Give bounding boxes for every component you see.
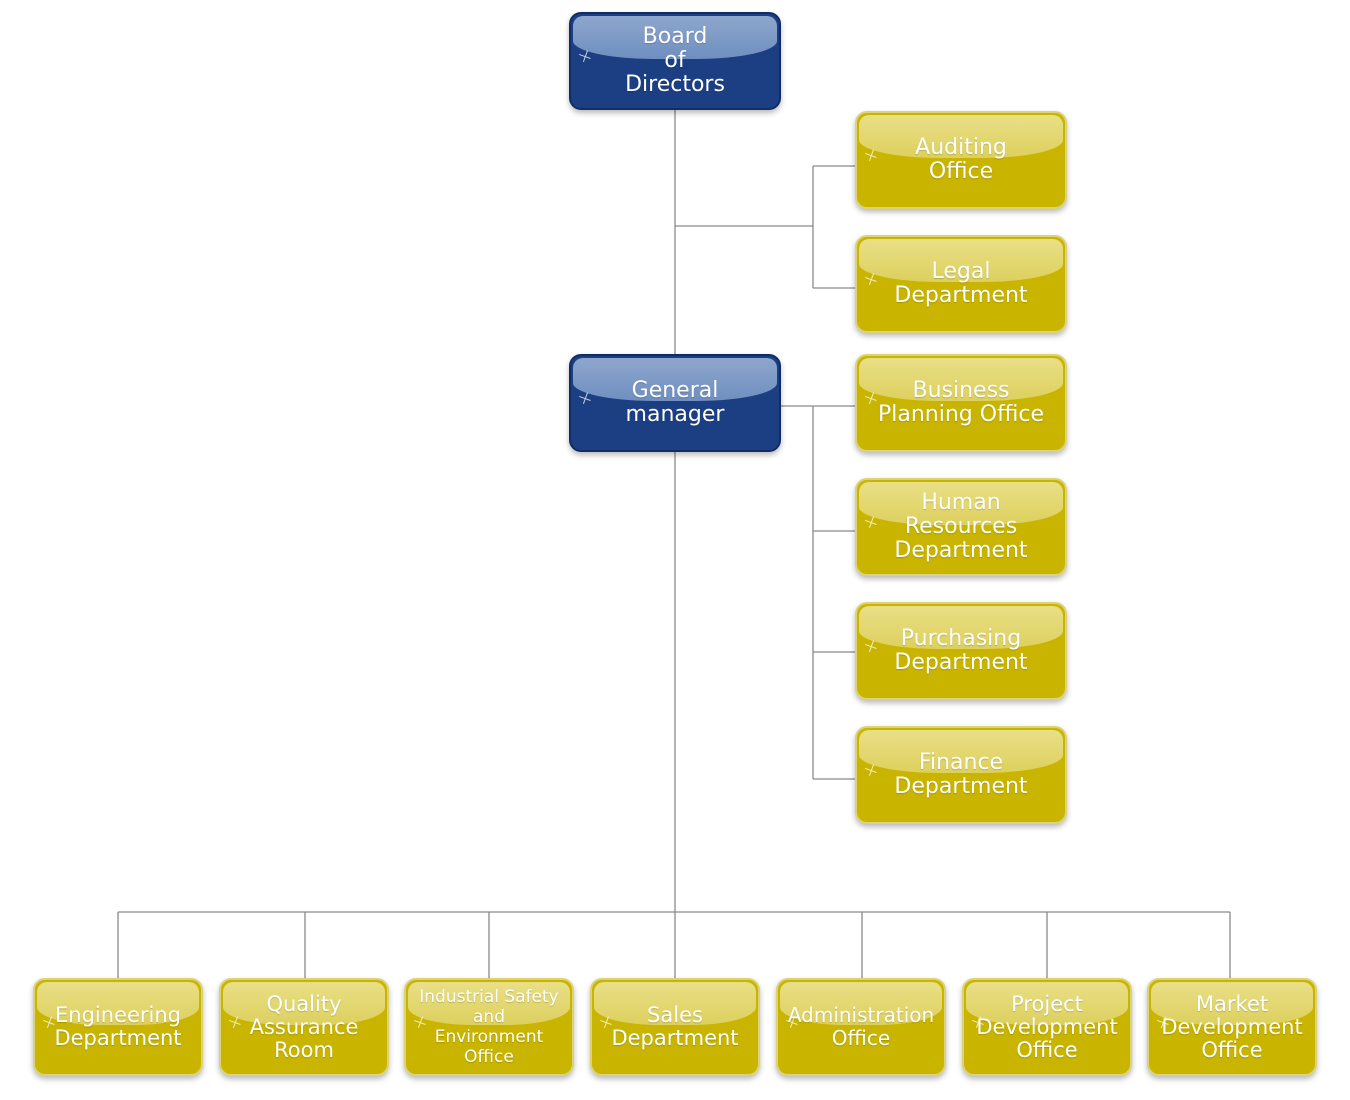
business-planning-office-node[interactable]: Business Planning Office xyxy=(855,354,1067,452)
sales-department-label: Sales Department xyxy=(611,1003,739,1050)
industrial-safety-office-label: Industrial Safety and Environment Office xyxy=(419,987,559,1067)
auditing-office-node[interactable]: Auditing Office xyxy=(855,111,1067,209)
board-of-directors-node[interactable]: Board of Directors xyxy=(569,12,781,110)
auditing-office-label: Auditing Office xyxy=(915,135,1007,184)
engineering-department-node[interactable]: Engineering Department xyxy=(33,978,203,1076)
industrial-safety-office-node[interactable]: Industrial Safety and Environment Office xyxy=(404,978,574,1076)
legal-department-label: Legal Department xyxy=(894,259,1028,308)
general-manager-label: General manager xyxy=(625,378,725,427)
engineering-department-label: Engineering Department xyxy=(54,1003,182,1050)
market-development-office-label: Market Development Office xyxy=(1161,991,1303,1062)
finance-department-label: Finance Department xyxy=(894,750,1028,799)
project-development-office-label: Project Development Office xyxy=(976,991,1118,1062)
legal-department-node[interactable]: Legal Department xyxy=(855,235,1067,333)
board-of-directors-label: Board of Directors xyxy=(625,24,725,97)
purchasing-department-node[interactable]: Purchasing Department xyxy=(855,602,1067,700)
general-manager-node[interactable]: General manager xyxy=(569,354,781,452)
business-planning-office-label: Business Planning Office xyxy=(878,378,1044,427)
quality-assurance-room-label: Quality Assurance Room xyxy=(249,991,359,1062)
project-development-office-node[interactable]: Project Development Office xyxy=(962,978,1132,1076)
administration-office-node[interactable]: Administration Office xyxy=(776,978,946,1076)
human-resources-department-node[interactable]: Human Resources Department xyxy=(855,478,1067,576)
purchasing-department-label: Purchasing Department xyxy=(894,626,1028,675)
human-resources-department-label: Human Resources Department xyxy=(894,490,1028,563)
administration-office-label: Administration Office xyxy=(787,1003,935,1050)
quality-assurance-room-node[interactable]: Quality Assurance Room xyxy=(219,978,389,1076)
finance-department-node[interactable]: Finance Department xyxy=(855,726,1067,824)
sales-department-node[interactable]: Sales Department xyxy=(590,978,760,1076)
market-development-office-node[interactable]: Market Development Office xyxy=(1147,978,1317,1076)
